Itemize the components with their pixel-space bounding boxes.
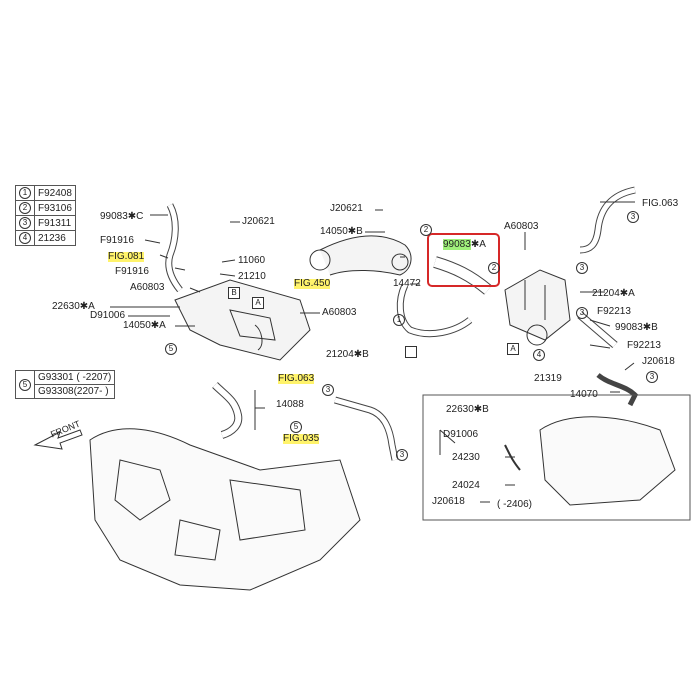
callout-21204a[interactable]: 21204✱A	[592, 288, 635, 299]
callout-21319[interactable]: 21319	[534, 373, 562, 384]
marker-box-e	[405, 346, 417, 358]
callout-14070[interactable]: 14070	[570, 389, 598, 400]
callout-f92213[interactable]: F92213	[627, 340, 661, 351]
callout-f92213[interactable]: F92213	[597, 306, 631, 317]
callout-j20621[interactable]: J20621	[242, 216, 275, 227]
marker-circle-2: 2	[420, 224, 432, 236]
marker-circle-2: 2	[488, 262, 500, 274]
callout-a60803[interactable]: A60803	[130, 282, 165, 293]
legend-code[interactable]: G93308(2207- )	[33, 384, 116, 399]
selection-box	[427, 233, 500, 287]
legend-code[interactable]: G93301 ( -2207)	[33, 370, 116, 385]
legend-row: 1 F92408	[15, 185, 76, 201]
callout-14088[interactable]: 14088	[276, 399, 304, 410]
legend-marker: 3	[19, 217, 31, 229]
marker-circle-5: 5	[165, 343, 177, 355]
marker-circle-4: 4	[533, 349, 545, 361]
legend-marker: 4	[19, 232, 31, 244]
fig-ref-063[interactable]: FIG.063	[278, 373, 315, 384]
legend-marker: 5	[19, 378, 31, 391]
front-arrow	[33, 429, 83, 450]
callout-21204b[interactable]: 21204✱B	[326, 349, 369, 360]
callout-j20621[interactable]: J20621	[330, 203, 363, 214]
legend-row: 5 G93301 ( -2207)	[15, 370, 116, 399]
fig-ref-063[interactable]: FIG.063	[642, 198, 679, 209]
callout-22630b[interactable]: 22630✱B	[446, 404, 489, 415]
legend-row: 2 F93106	[15, 200, 76, 216]
fig-ref-450[interactable]: FIG.450	[294, 278, 331, 289]
housing-14050a	[174, 279, 311, 361]
legend-bottom: 5 G93301 ( -2207) G93308(2207- )	[15, 370, 116, 399]
marker-circle-3: 3	[322, 384, 334, 396]
callout-14050a[interactable]: 14050✱A	[123, 320, 166, 331]
legend-row: G93308(2207- )	[16, 384, 116, 399]
marker-circle-3: 3	[576, 262, 588, 274]
callout-99083a[interactable]: 99083✱A	[443, 239, 486, 250]
callout-f91916[interactable]: F91916	[100, 235, 134, 246]
valve-body	[504, 269, 571, 341]
legend-code[interactable]: F93106	[34, 200, 76, 216]
marker-circle-1: 1	[393, 314, 405, 326]
callout-24230[interactable]: 24230	[452, 452, 480, 463]
marker-box-a: A	[507, 343, 519, 355]
callout-a60803[interactable]: A60803	[504, 221, 539, 232]
callout-14050b[interactable]: 14050✱B	[320, 226, 363, 237]
callout-11060[interactable]: 11060	[238, 255, 266, 266]
legend-top: 1 F92408 2 F93106 3 F91311 4 21236	[15, 185, 76, 246]
fig-ref-035[interactable]: FIG.035	[283, 433, 320, 444]
callout-d91006[interactable]: D91006	[443, 429, 479, 440]
callout-21210[interactable]: 21210	[238, 271, 266, 282]
legend-row: 3 F91311	[15, 215, 76, 231]
callout-a60803[interactable]: A60803	[322, 307, 357, 318]
marker-circle-5: 5	[290, 421, 302, 433]
marker-circle-3: 3	[576, 307, 588, 319]
callout-24024[interactable]: 24024	[452, 480, 480, 491]
legend-code[interactable]: F92408	[34, 185, 76, 201]
selected-part-number[interactable]: 99083	[443, 239, 471, 250]
callout-j20618[interactable]: J20618	[642, 356, 675, 367]
legend-code[interactable]: F91311	[34, 215, 76, 231]
fig-ref-081[interactable]: FIG.081	[108, 251, 145, 262]
callout-d91006[interactable]: D91006	[90, 310, 126, 321]
marker-circle-3: 3	[646, 371, 658, 383]
pipe-14050b	[319, 235, 412, 276]
callout-99083b[interactable]: 99083✱B	[615, 322, 658, 333]
date-range-note: ( -2406)	[497, 499, 533, 510]
engine-block	[89, 428, 361, 591]
inset-box	[422, 394, 691, 521]
hose-21204a	[579, 186, 636, 254]
legend-code[interactable]: 21236	[34, 230, 76, 246]
legend-row: 4 21236	[15, 230, 76, 246]
callout-j20618[interactable]: J20618	[432, 496, 465, 507]
legend-marker: 2	[19, 202, 31, 214]
legend-marker: 1	[19, 187, 31, 199]
callout-22630a[interactable]: 22630✱A	[52, 301, 95, 312]
pipe-14070	[596, 372, 639, 407]
marker-circle-3: 3	[396, 449, 408, 461]
callout-99083c[interactable]: 99083✱C	[100, 211, 144, 222]
callout-14472[interactable]: 14472	[393, 278, 421, 289]
marker-box-b: B	[228, 287, 240, 299]
callout-f91916[interactable]: F91916	[115, 266, 149, 277]
variant-suffix: ✱A	[470, 239, 486, 250]
marker-box-a: A	[252, 297, 264, 309]
marker-circle-3: 3	[627, 211, 639, 223]
